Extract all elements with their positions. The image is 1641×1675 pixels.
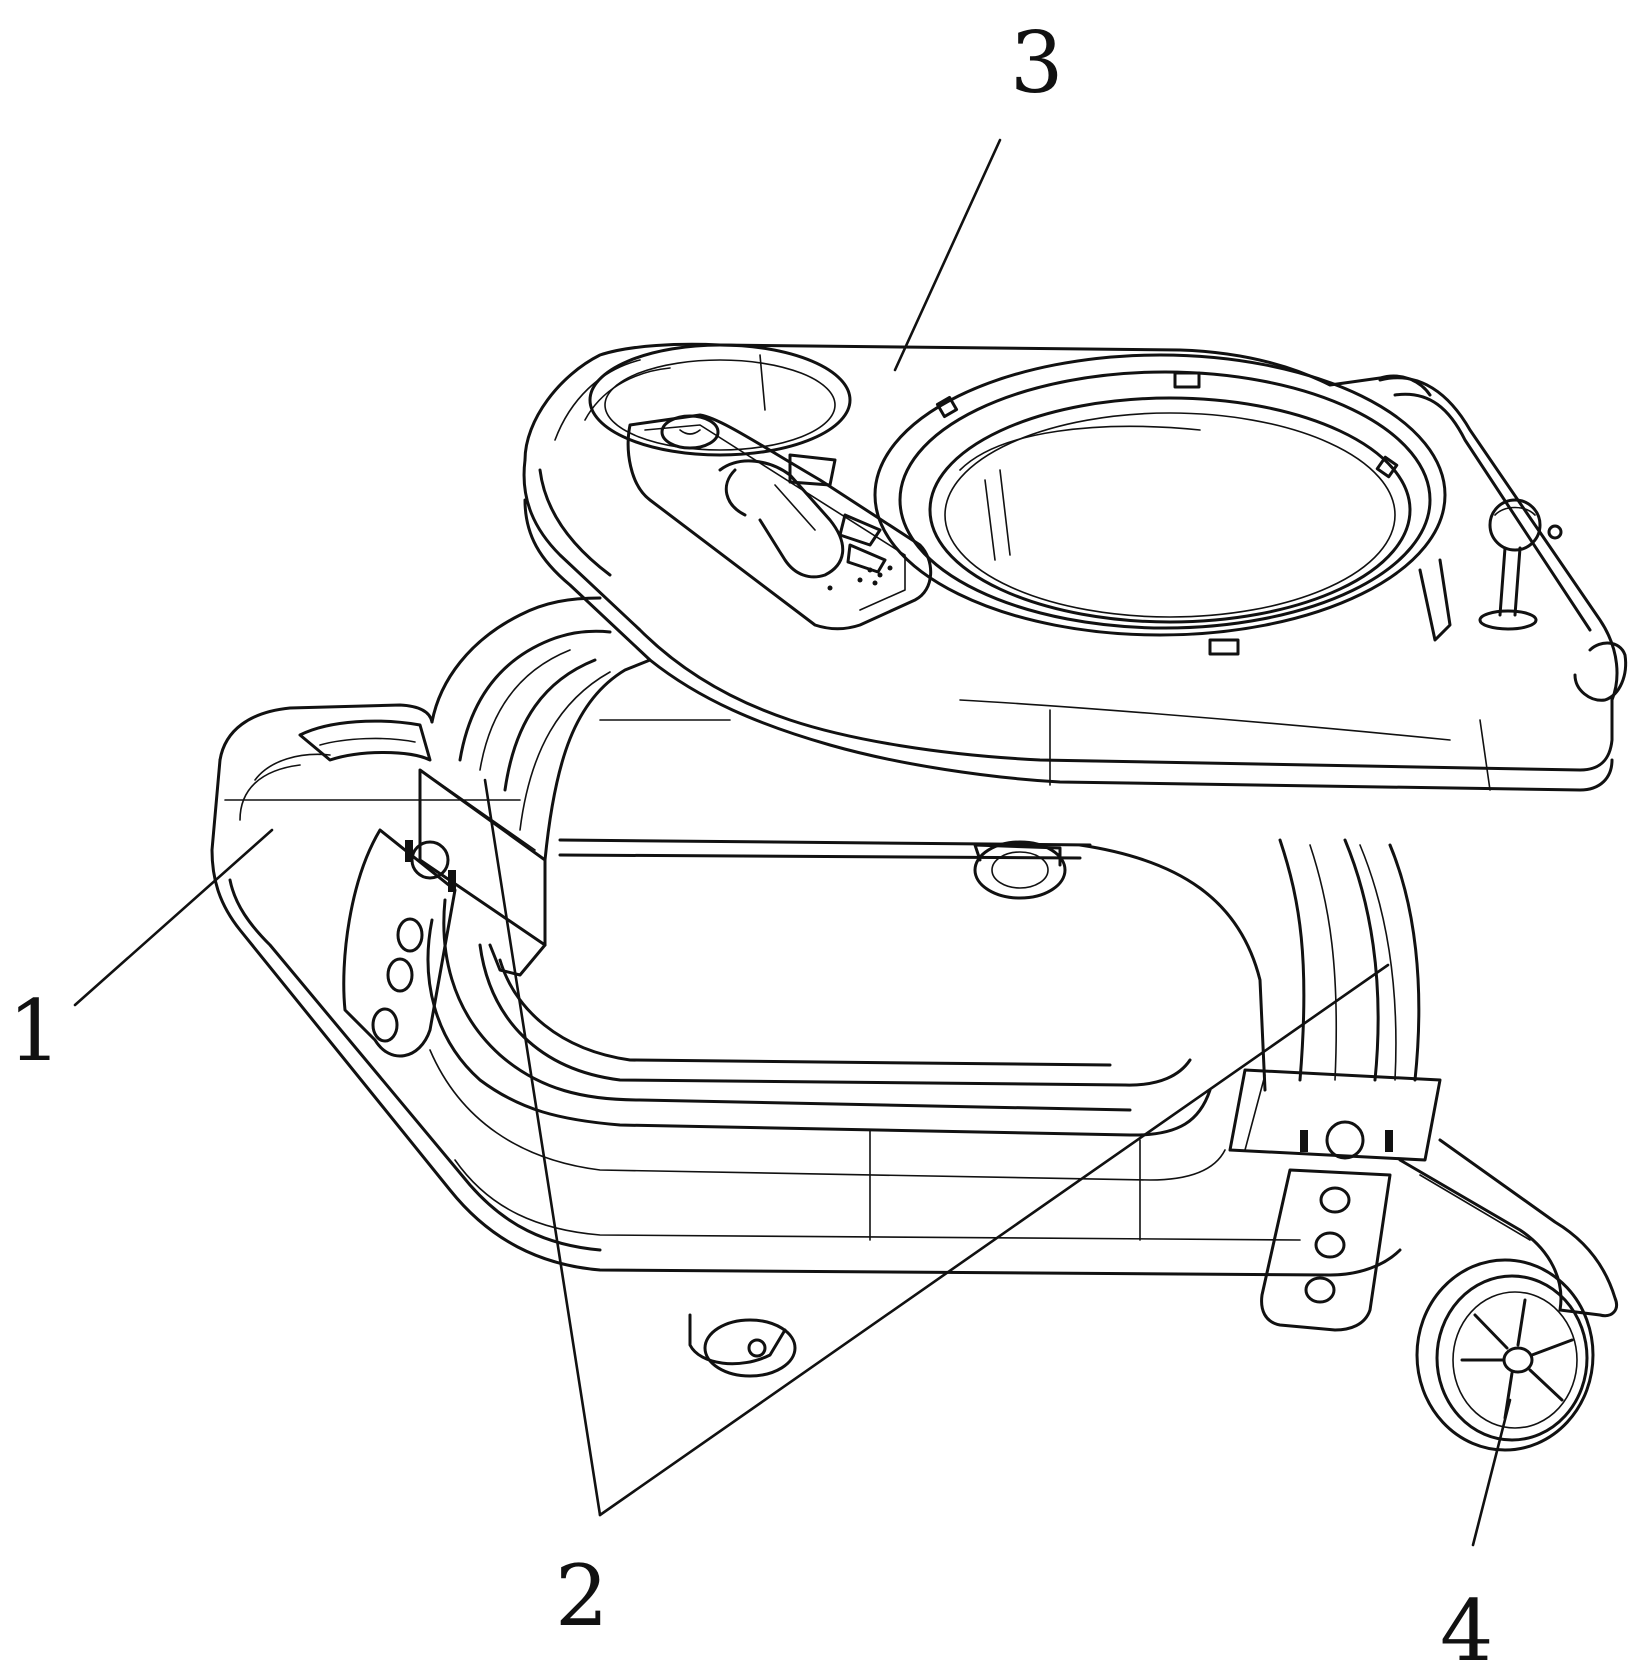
tray-seat	[522, 342, 1628, 792]
callout-3: 3	[1010, 14, 1063, 112]
cross-bar	[558, 719, 1092, 860]
callouts: 1 2 3 4	[8, 14, 1493, 1675]
lower-ring	[426, 898, 1301, 1241]
callout-1: 1	[8, 982, 61, 1080]
rear-caster	[973, 840, 1067, 900]
front-caster	[688, 1313, 797, 1378]
leader-lines	[73, 138, 1512, 1547]
support-frame-right	[1078, 838, 1442, 1332]
base-frame	[210, 703, 1618, 1318]
callout-2: 2	[555, 1547, 608, 1645]
callout-4: 4	[1440, 1582, 1493, 1670]
wheel	[1415, 1258, 1595, 1452]
support-frame-left	[342, 596, 652, 1058]
